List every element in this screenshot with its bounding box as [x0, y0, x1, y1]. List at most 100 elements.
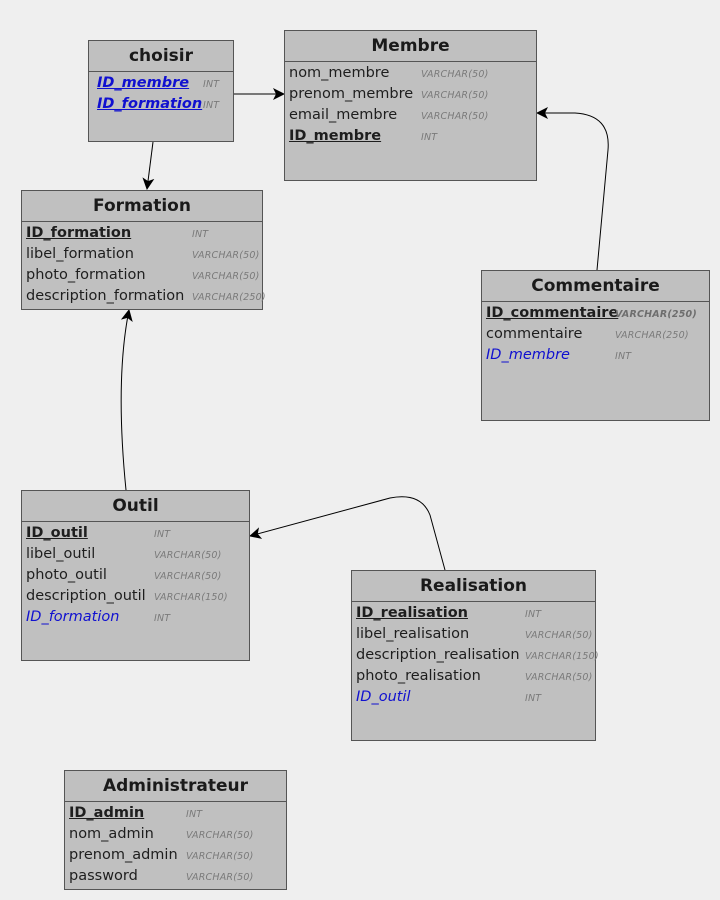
- field-type: VARCHAR(50): [421, 90, 489, 101]
- link-outil-to-formation[interactable]: [120, 309, 133, 491]
- field-list: nom_membre VARCHAR(50) prenom_membre VAR…: [285, 62, 536, 147]
- field-type: VARCHAR(250): [192, 292, 266, 303]
- entity-title: Realisation: [352, 571, 595, 602]
- field-row[interactable]: libel_realisation VARCHAR(50): [352, 624, 595, 645]
- field-row[interactable]: libel_outil VARCHAR(50): [22, 544, 249, 565]
- entity-title: Commentaire: [482, 271, 709, 302]
- field-type: INT: [154, 529, 171, 540]
- field-type: VARCHAR(50): [186, 830, 254, 841]
- field-name: libel_outil: [26, 546, 96, 562]
- field-name: ID_outil: [26, 525, 88, 541]
- field-name: ID_realisation: [356, 605, 468, 621]
- field-name: password: [69, 868, 138, 884]
- field-name: ID_membre: [289, 128, 382, 144]
- entity-membre[interactable]: Membre nom_membre VARCHAR(50) prenom_mem…: [284, 30, 537, 181]
- entity-title: Administrateur: [65, 771, 286, 802]
- field-name: ID_formation: [26, 609, 120, 625]
- field-list: ID_formation INT libel_formation VARCHAR…: [22, 222, 266, 307]
- field-name: commentaire: [486, 326, 583, 342]
- entity-title: Formation: [22, 191, 262, 222]
- field-type: INT: [154, 613, 171, 624]
- entity-title: Membre: [285, 31, 536, 62]
- field-type: VARCHAR(150): [525, 651, 599, 662]
- field-row[interactable]: ID_outil INT: [22, 523, 249, 544]
- field-row[interactable]: commentaire VARCHAR(250): [482, 324, 709, 345]
- field-row[interactable]: ID_outil INT: [352, 687, 595, 708]
- field-row[interactable]: ID_formation INT: [22, 223, 262, 244]
- field-list: ID_realisation INT libel_realisation VAR…: [352, 602, 599, 708]
- entity-administrateur[interactable]: Administrateur ID_admin INT nom_admin VA…: [64, 770, 287, 890]
- field-row[interactable]: ID_formation INT: [89, 94, 233, 115]
- field-row[interactable]: description_realisation VARCHAR(150): [352, 645, 599, 666]
- field-type: VARCHAR(250): [615, 330, 689, 341]
- field-row[interactable]: description_formation VARCHAR(250): [22, 286, 266, 307]
- field-type: VARCHAR(50): [186, 872, 254, 883]
- field-name: nom_admin: [69, 826, 154, 842]
- field-row[interactable]: photo_realisation VARCHAR(50): [352, 666, 595, 687]
- field-name: photo_realisation: [356, 668, 481, 684]
- entity-commentaire[interactable]: Commentaire ID_commentaire VARCHAR(250) …: [481, 270, 710, 421]
- entity-title: Outil: [22, 491, 249, 522]
- field-type: INT: [203, 100, 220, 111]
- field-row[interactable]: ID_membre INT: [285, 126, 536, 147]
- field-name: description_outil: [26, 588, 146, 604]
- field-type: INT: [525, 609, 542, 620]
- field-row[interactable]: ID_membre INT: [482, 345, 709, 366]
- field-row[interactable]: ID_membre INT: [89, 73, 233, 94]
- field-name: prenom_membre: [289, 86, 414, 102]
- field-row[interactable]: ID_realisation INT: [352, 603, 595, 624]
- field-type: INT: [615, 351, 632, 362]
- field-name: email_membre: [289, 107, 398, 123]
- link-choisir-to-formation[interactable]: [142, 141, 155, 190]
- field-type: VARCHAR(50): [421, 111, 489, 122]
- field-type: INT: [186, 809, 203, 820]
- field-type: VARCHAR(50): [154, 550, 222, 561]
- field-type: VARCHAR(50): [192, 250, 260, 261]
- field-name: libel_formation: [26, 246, 134, 262]
- field-row[interactable]: libel_formation VARCHAR(50): [22, 244, 262, 265]
- field-type: INT: [192, 229, 209, 240]
- field-row[interactable]: password VARCHAR(50): [65, 866, 286, 887]
- field-row[interactable]: prenom_membre VARCHAR(50): [285, 84, 536, 105]
- field-row[interactable]: email_membre VARCHAR(50): [285, 105, 536, 126]
- field-name: ID_outil: [356, 689, 411, 705]
- field-name: ID_membre: [97, 75, 190, 91]
- field-row[interactable]: ID_formation INT: [22, 607, 249, 628]
- field-row[interactable]: photo_formation VARCHAR(50): [22, 265, 262, 286]
- field-type: VARCHAR(150): [154, 592, 228, 603]
- field-row[interactable]: ID_admin INT: [65, 803, 286, 824]
- entity-realisation[interactable]: Realisation ID_realisation INT libel_rea…: [351, 570, 599, 741]
- field-row[interactable]: description_outil VARCHAR(150): [22, 586, 249, 607]
- field-row[interactable]: photo_outil VARCHAR(50): [22, 565, 249, 586]
- entity-formation[interactable]: Formation ID_formation INT libel_formati…: [21, 190, 266, 310]
- field-name: ID_formation: [97, 96, 203, 112]
- field-name: photo_outil: [26, 567, 107, 583]
- field-type: INT: [525, 693, 542, 704]
- field-type: VARCHAR(50): [192, 271, 260, 282]
- entity-title: choisir: [89, 41, 233, 72]
- link-realisation-to-outil[interactable]: [249, 496, 446, 571]
- field-list: ID_outil INT libel_outil VARCHAR(50) pho…: [22, 522, 249, 628]
- field-type: INT: [203, 79, 220, 90]
- field-list: ID_admin INT nom_admin VARCHAR(50) preno…: [65, 802, 286, 887]
- field-type: VARCHAR(50): [421, 69, 489, 80]
- entity-choisir[interactable]: choisir ID_membre INT ID_formation INT: [88, 40, 234, 142]
- field-name: description_formation: [26, 288, 185, 304]
- entity-outil[interactable]: Outil ID_outil INT libel_outil VARCHAR(5…: [21, 490, 250, 661]
- field-type: VARCHAR(50): [154, 571, 222, 582]
- field-type: VARCHAR(50): [525, 672, 593, 683]
- field-list: ID_commentaire VARCHAR(250) commentaire …: [482, 302, 709, 366]
- field-row[interactable]: ID_commentaire VARCHAR(250): [482, 303, 709, 324]
- field-name: ID_formation: [26, 225, 132, 241]
- field-name: prenom_admin: [69, 847, 178, 863]
- field-list: ID_membre INT ID_formation INT: [89, 72, 233, 115]
- field-row[interactable]: nom_membre VARCHAR(50): [285, 63, 536, 84]
- field-name: ID_membre: [486, 347, 570, 363]
- field-type: VARCHAR(50): [186, 851, 254, 862]
- field-row[interactable]: nom_admin VARCHAR(50): [65, 824, 286, 845]
- field-type: VARCHAR(250): [615, 309, 697, 320]
- link-commentaire-to-membre[interactable]: [536, 107, 609, 271]
- field-name: ID_commentaire: [486, 305, 619, 321]
- field-type: INT: [421, 132, 438, 143]
- field-row[interactable]: prenom_admin VARCHAR(50): [65, 845, 286, 866]
